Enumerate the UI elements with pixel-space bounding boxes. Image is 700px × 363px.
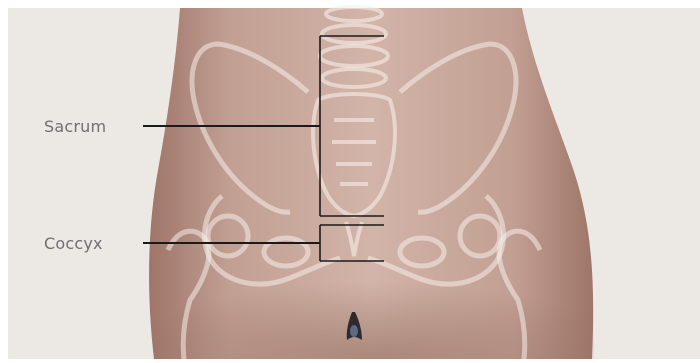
coccyx-label: Coccyx [44,234,103,253]
border-line [0,0,8,359]
buttock-shading [154,230,594,359]
sacrum-label: Sacrum [44,117,106,136]
gluteal-cleft-highlight [350,325,358,337]
